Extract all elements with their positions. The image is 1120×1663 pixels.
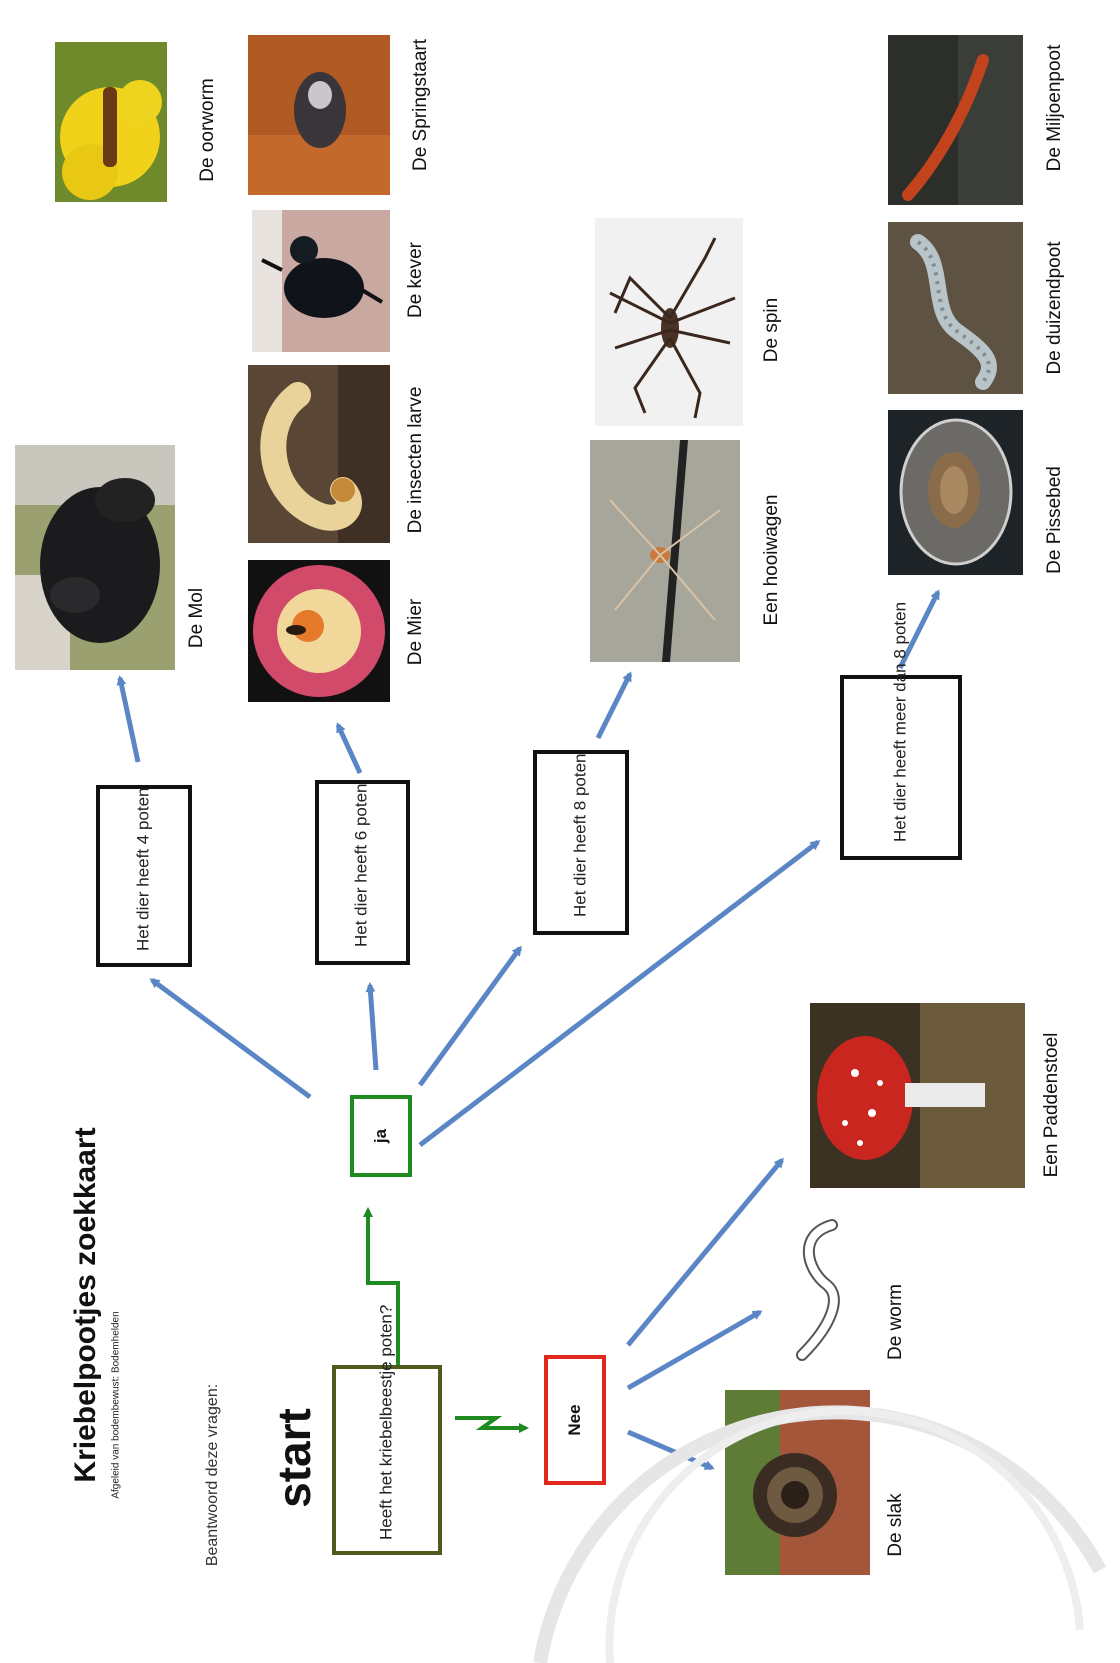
arrow-meer-poten-to-pootjes — [897, 589, 941, 670]
photo-miljoenpoot — [888, 35, 1023, 205]
arrow-nee-to-paddenstoel — [626, 1157, 784, 1347]
start-label: start — [268, 1408, 320, 1508]
group-box-6-poten — [315, 780, 410, 965]
photo-spin — [595, 218, 743, 426]
photo-pissebed — [888, 410, 1023, 575]
arrow-question-to-nee — [455, 1416, 529, 1433]
label-kever: De kever — [405, 241, 426, 319]
arrow-ja-to-4-poten — [149, 977, 312, 1100]
group-6-text: Het dier heeft 6 poten — [351, 783, 371, 947]
arrow-4-poten-to-mol — [116, 675, 141, 763]
watermark — [533, 1405, 1107, 1663]
arrow-8-poten-to-spinnen — [595, 671, 633, 740]
label-oorworm: De oorworm — [197, 78, 218, 182]
photo-oorworm — [55, 42, 167, 202]
group-meer-text: Het dier heeft meer dan 8 poten — [890, 601, 910, 842]
photo-kever — [252, 210, 390, 352]
arrow-ja-to-8-poten — [417, 945, 523, 1087]
label-spin: De spin — [761, 297, 782, 363]
nee-box — [544, 1355, 606, 1485]
ja-label: ja — [371, 1128, 390, 1144]
arrow-6-poten-to-insecten — [335, 722, 363, 775]
question-text: Heeft het kriebelbeestje poten? — [376, 1304, 396, 1540]
arrow-ja-to-meer-poten — [418, 840, 821, 1147]
photo-mier — [248, 560, 390, 702]
instruction-text: Beantwoord deze vragen: — [204, 1383, 221, 1567]
label-springstaart: De Springstaart — [410, 38, 431, 172]
photo-paddenstoel — [810, 1003, 1025, 1188]
label-paddenstoel: Een Paddenstoel — [1041, 1032, 1062, 1178]
arrow-ja-to-6-poten — [365, 982, 379, 1071]
label-mier: De Mier — [405, 598, 426, 666]
arrow-question-to-ja — [363, 1207, 400, 1365]
label-miljoenpoot: De Miljoenpoot — [1044, 44, 1065, 172]
label-larve: De insecten larve — [405, 386, 426, 534]
photo-worm — [782, 1215, 857, 1365]
photo-mol — [15, 445, 175, 670]
ja-box — [350, 1095, 412, 1177]
group-8-text: Het dier heeft 8 poten — [570, 753, 590, 917]
label-pissebed: De Pissebed — [1044, 466, 1065, 574]
group-box-4-poten — [96, 785, 192, 967]
photo-springstaart — [248, 35, 390, 195]
label-hooiwagen: Een hooiwagen — [761, 494, 782, 626]
group-box-meer-poten — [840, 675, 962, 860]
page-subtitle: Afgeleid van bodembewust: Bodemhelden — [110, 1311, 122, 1499]
page-title: Kriebelpootjes zoekkaart — [69, 1127, 102, 1483]
photo-insecten-larve — [248, 365, 390, 543]
group-box-8-poten — [533, 750, 629, 935]
photo-duizendpoot — [888, 222, 1023, 394]
label-mol: De Mol — [186, 587, 207, 649]
photo-hooiwagen — [590, 440, 740, 662]
label-duizendpoot: De duizendpoot — [1044, 241, 1065, 375]
question-box — [332, 1365, 442, 1555]
group-4-text: Het dier heeft 4 poten — [133, 787, 153, 951]
arrow-nee-to-worm — [626, 1309, 763, 1391]
